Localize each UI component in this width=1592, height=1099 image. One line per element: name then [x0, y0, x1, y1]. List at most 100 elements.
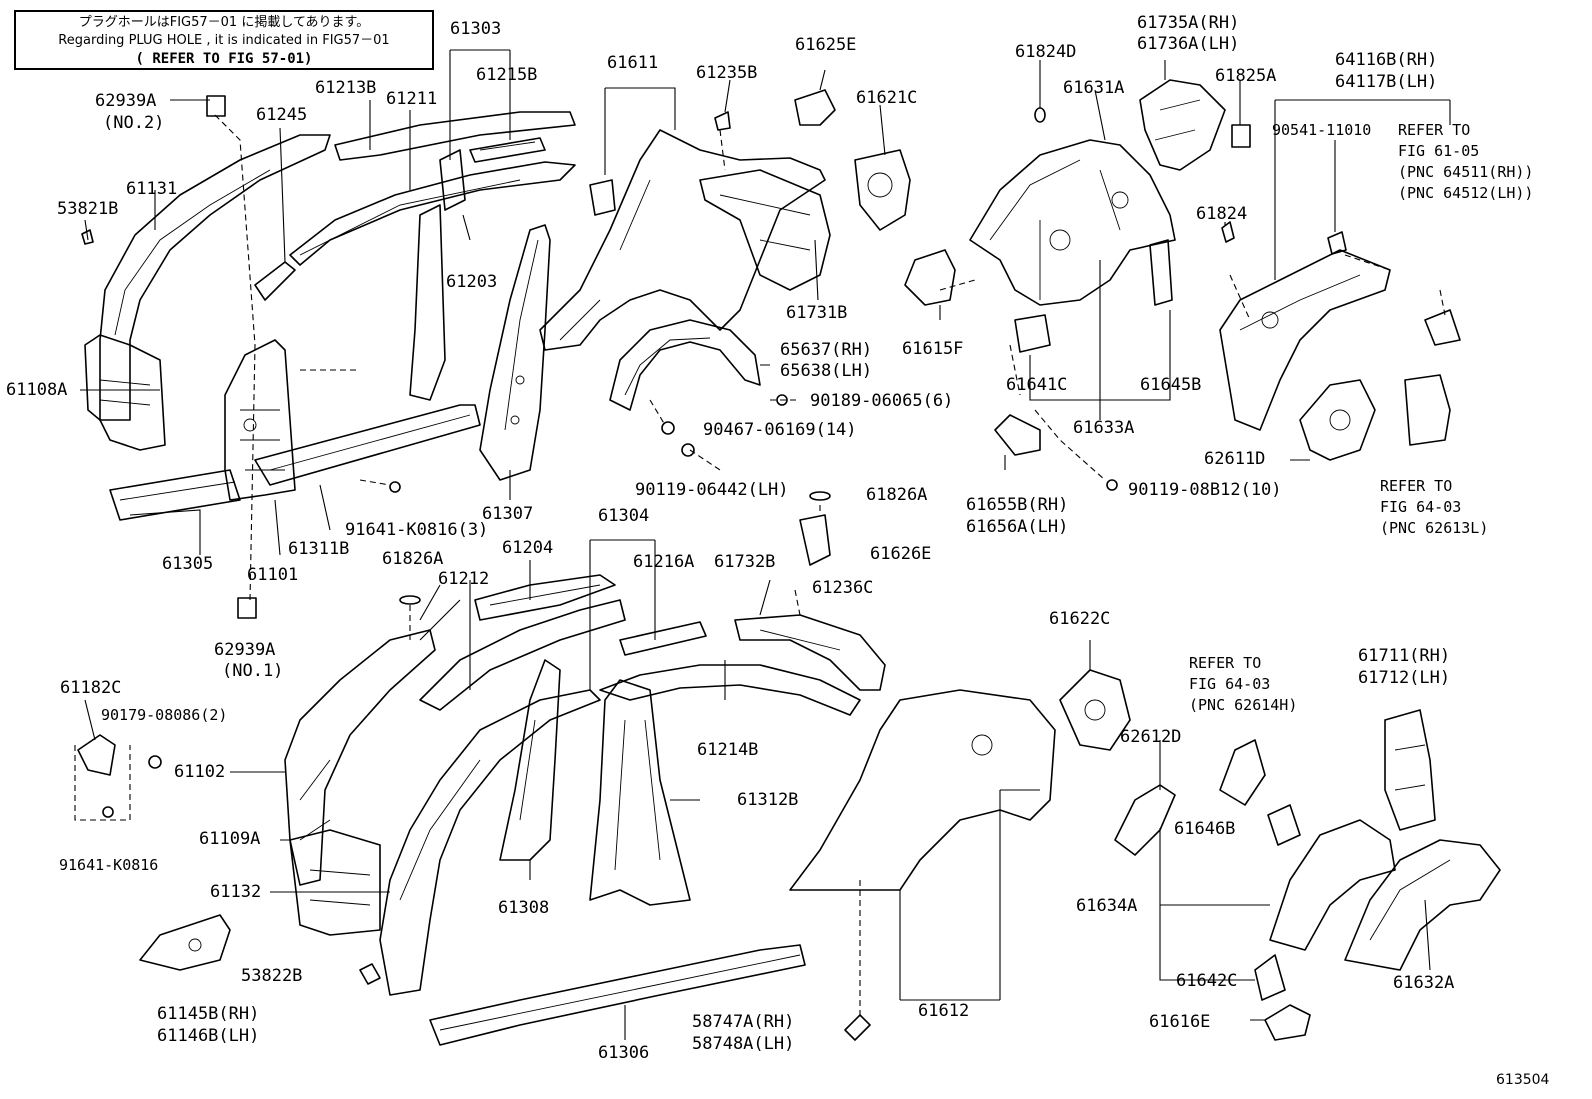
label-64117B: 64117B(LH): [1335, 72, 1438, 92]
label-61825A: 61825A: [1215, 66, 1277, 86]
label-61826A-right: 61826A: [866, 485, 928, 505]
part-61311B-sill-inner: [254, 404, 481, 486]
label-53822B: 53822B: [241, 966, 303, 986]
ref-64-03b-line2: FIG 64-03: [1189, 675, 1271, 693]
label-62612D: 62612D: [1120, 727, 1182, 747]
ref-64-03a-line3: (PNC 62613L): [1380, 519, 1489, 537]
label-61632A: 61632A: [1393, 973, 1455, 993]
note-line-jp: プラグホールはFIG57－01 に掲載してあります。: [78, 15, 370, 30]
part-61625E-bracket: [794, 89, 836, 126]
part-64-03-bracket: [1404, 374, 1451, 446]
label-62939A-no1: 62939A: [214, 640, 276, 660]
part-61711-rear-pillar: [1384, 709, 1436, 831]
label-61108A: 61108A: [6, 380, 68, 400]
part-61732B-roof-side: [734, 614, 886, 691]
label-61212: 61212: [438, 569, 490, 589]
label-61216A: 61216A: [633, 552, 695, 572]
part-61626E-bracket: [799, 514, 831, 566]
label-62611D: 62611D: [1204, 449, 1266, 469]
label-53821B: 53821B: [57, 199, 119, 219]
label-65637: 65637(RH): [780, 340, 873, 360]
part-61641C-bracket: [1014, 314, 1051, 353]
clip-53821B: [81, 229, 94, 245]
part-61642C-bracket: [1254, 954, 1286, 1001]
plug-61824: [1221, 221, 1235, 243]
label-61215B: 61215B: [476, 65, 538, 85]
part-61145B-bracket: [139, 914, 231, 971]
label-61303: 61303: [450, 19, 502, 39]
part-61204-roof-rail: [474, 574, 616, 621]
part-61646B-bracket: [1267, 804, 1301, 846]
label-no1: (NO.1): [222, 661, 284, 681]
label-61711: 61711(RH): [1358, 646, 1451, 666]
label-61732B: 61732B: [714, 552, 776, 572]
label-61101: 61101: [247, 565, 299, 585]
note-line-en: Regarding PLUG HOLE , it is indicated in…: [58, 33, 390, 48]
part-61600-bracket-small: [589, 179, 616, 216]
label-61625E: 61625E: [795, 35, 857, 55]
label-61612: 61612: [918, 1001, 970, 1021]
label-61306: 61306: [598, 1043, 650, 1063]
part-61735A-quarter-extension: [1139, 79, 1226, 171]
label-61824: 61824: [1196, 204, 1248, 224]
label-90119-LH: 90119-06442(LH): [635, 480, 789, 500]
label-61712: 61712(LH): [1358, 668, 1451, 688]
label-61616E: 61616E: [1149, 1012, 1211, 1032]
bolt-90119-LH: [681, 443, 695, 457]
clip-53822B: [359, 963, 381, 985]
label-61236C: 61236C: [812, 578, 874, 598]
clip-90541: [1327, 231, 1347, 255]
part-62612D-bracket: [1114, 784, 1176, 856]
label-90467: 90467-06169(14): [703, 420, 857, 440]
part-61312B-center-pillar: [589, 679, 691, 906]
ref-64-03b-line1: REFER TO: [1189, 654, 1262, 672]
part-61108A-front-panel: [84, 334, 166, 451]
part-61109A-panel: [289, 829, 381, 936]
label-no2: (NO.2): [103, 113, 165, 133]
label-61211: 61211: [386, 89, 438, 109]
label-61731B: 61731B: [786, 303, 848, 323]
bolt-91641-K0816-b: [102, 806, 114, 818]
part-64-03-bracket-b: [1219, 739, 1266, 806]
part-61305-rocker-outer: [109, 469, 241, 521]
part-61131-outer-front-pillar: [99, 134, 331, 421]
label-61109A: 61109A: [199, 829, 261, 849]
plug-hole-note: プラグホールはFIG57－01 に掲載してあります。 Regarding PLU…: [14, 10, 434, 70]
label-64116B: 64116B(RH): [1335, 50, 1438, 70]
part-61212-roof-side-rail: [419, 599, 626, 711]
part-61611-quarter-panel-outer: [539, 129, 826, 351]
label-61634A: 61634A: [1076, 896, 1138, 916]
label-61132: 61132: [210, 882, 262, 902]
label-61656A: 61656A(LH): [966, 517, 1069, 537]
label-58747A: 58747A(RH): [692, 1012, 795, 1032]
part-61132-front-pillar: [379, 689, 601, 996]
ref-61-05-line2: FIG 61-05: [1398, 142, 1480, 160]
label-90179: 90179-08086(2): [101, 706, 228, 724]
part-61731B-quarter-inner: [699, 169, 831, 291]
part-65637-wheel-liner: [609, 319, 761, 411]
plug-61826A-left: [399, 595, 421, 605]
ref-61-05-line1: REFER TO: [1398, 121, 1471, 139]
part-61307-center-pillar: [479, 224, 551, 481]
label-61182C: 61182C: [60, 678, 122, 698]
label-61631A: 61631A: [1063, 78, 1125, 98]
part-61203-center-pillar-upper: [409, 204, 446, 401]
label-61203: 61203: [446, 272, 498, 292]
part-64116B-panel: [1219, 249, 1391, 431]
part-61213B-roof-rail-outer: [334, 111, 576, 161]
label-61736A: 61736A(LH): [1137, 34, 1240, 54]
part-61245-reinforcement: [254, 261, 296, 301]
plug-61826A-right: [809, 491, 831, 501]
plug-61824D: [1034, 107, 1046, 123]
ref-64-03a-line2: FIG 64-03: [1380, 498, 1462, 516]
figure-number: 613504: [1496, 1072, 1550, 1088]
ref-64-03b-line3: (PNC 62614H): [1189, 696, 1298, 714]
label-61102: 61102: [174, 762, 226, 782]
part-64-05-bracket: [1424, 309, 1461, 346]
label-61646B: 61646B: [1174, 819, 1236, 839]
part-61612-quarter-panel: [789, 689, 1056, 891]
label-61213B: 61213B: [315, 78, 377, 98]
part-61303-pillar-upper: [439, 149, 466, 211]
part-61102-front-body: [284, 629, 436, 886]
